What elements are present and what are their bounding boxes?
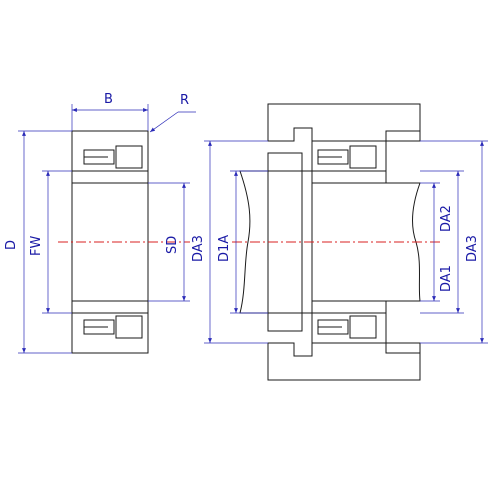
mounted-roller-top [349, 145, 377, 169]
label-d1a: D1A [217, 235, 232, 262]
label-sd: SD [165, 236, 180, 254]
spacer-bottom [267, 312, 303, 332]
mounted-inner-ring-top [311, 170, 387, 184]
label-d: D [4, 240, 19, 250]
label-da2: DA2 [439, 205, 454, 232]
outer-ring-bottom [71, 312, 149, 354]
label-da1: DA1 [439, 265, 454, 292]
housing-bottom [267, 342, 421, 381]
left-bearing-view: B R D FW SD [4, 92, 196, 354]
label-b: B [104, 92, 113, 107]
mounted-inner-ring-bottom [311, 300, 387, 314]
spacer-top [267, 152, 303, 172]
housing-top [267, 103, 421, 142]
label-da3-left: DA3 [191, 235, 206, 262]
label-r: R [180, 93, 189, 108]
housing-cover-bottom [385, 342, 421, 354]
mounted-roller-bottom [349, 315, 377, 339]
roller-top [115, 145, 143, 169]
label-fw: FW [29, 236, 44, 256]
right-assembly-view: DA3 D1A DA1 DA2 DA3 [191, 103, 488, 381]
shaft [239, 170, 387, 314]
inner-ring-top [71, 170, 149, 184]
housing-cover-top [385, 130, 421, 142]
r-leader [149, 111, 179, 133]
roller-bottom [115, 315, 143, 339]
outer-ring-top [71, 130, 149, 172]
label-da3-right: DA3 [465, 235, 480, 262]
inner-ring-bottom [71, 300, 149, 314]
